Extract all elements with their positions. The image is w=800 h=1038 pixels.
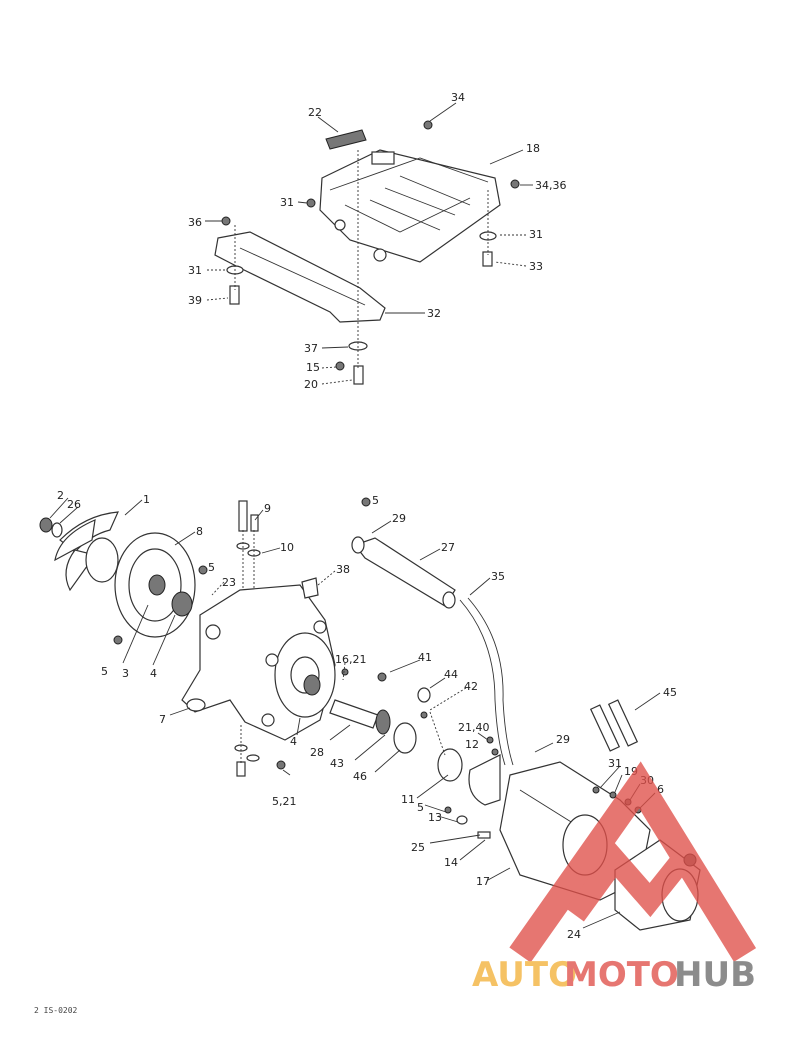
- part-5-nut-b: [113, 635, 123, 645]
- part-34-nut: [423, 120, 433, 130]
- callout-31-right: 31: [529, 228, 543, 241]
- callout-11: 11: [401, 793, 415, 806]
- part-43-hub: [375, 709, 391, 735]
- callout-3: 3: [122, 667, 129, 680]
- part-28-shaft: [329, 699, 379, 729]
- callout-25: 25: [411, 841, 425, 854]
- watermark-hub: HUB: [674, 955, 756, 995]
- part-27-arm: [354, 537, 456, 607]
- part-46-disc: [393, 722, 417, 754]
- callout-5-d: 5: [417, 801, 424, 814]
- callout-16-21: 16,21: [335, 653, 367, 666]
- upper-assembly: 22 34 18 34,36 31 36 31 39 32 37 15 20 3…: [188, 91, 567, 391]
- callout-41: 41: [418, 651, 432, 664]
- callout-31: 31: [608, 757, 622, 770]
- callout-46: 46: [353, 770, 367, 783]
- part-20-bolt: [353, 365, 364, 385]
- callout-42: 42: [464, 680, 478, 693]
- callout-37: 37: [304, 342, 318, 355]
- part-1-fan: [54, 511, 119, 592]
- callout-5-b: 5: [101, 665, 108, 678]
- callout-39: 39: [188, 294, 202, 307]
- callout-35: 35: [491, 570, 505, 583]
- part-11-seal: [437, 748, 463, 782]
- part-39-bolt: [229, 285, 240, 305]
- watermark-logo: AUTO MOTO HUB: [472, 761, 757, 995]
- callout-43: 43: [330, 757, 344, 770]
- part-26-washer: [51, 522, 63, 538]
- callout-13: 13: [428, 811, 442, 824]
- callout-5-a: 5: [208, 561, 215, 574]
- part-2-nut: [39, 517, 53, 533]
- callout-8: 8: [196, 525, 203, 538]
- callout-14: 14: [444, 856, 458, 869]
- part-33-bolt: [482, 251, 493, 267]
- callout-38: 38: [336, 563, 350, 576]
- callout-7: 7: [159, 713, 166, 726]
- watermark-auto: AUTO: [472, 955, 577, 995]
- watermark-triangle: [509, 761, 757, 963]
- callout-1: 1: [143, 493, 150, 506]
- callout-6: 6: [657, 783, 664, 796]
- callout-36: 36: [188, 216, 202, 229]
- callout-29-b: 29: [556, 733, 570, 746]
- part-45-bar-b: [607, 699, 639, 747]
- callout-23: 23: [222, 576, 236, 589]
- callout-5-c: 5: [372, 494, 379, 507]
- callout-27: 27: [441, 541, 455, 554]
- part-32-bar: [214, 231, 386, 323]
- callout-29: 29: [392, 512, 406, 525]
- callout-4-b: 4: [290, 735, 297, 748]
- callout-17: 17: [476, 875, 490, 888]
- callout-34: 34: [451, 91, 465, 104]
- callout-26: 26: [67, 498, 81, 511]
- callout-20: 20: [304, 378, 318, 391]
- callout-24: 24: [567, 928, 581, 941]
- part-22-pad: [325, 129, 367, 150]
- callout-34-36: 34,36: [535, 179, 567, 192]
- callout-18: 18: [526, 142, 540, 155]
- part-36-nut: [221, 216, 231, 226]
- callout-32: 32: [427, 307, 441, 320]
- callout-15: 15: [306, 361, 320, 374]
- callout-4-a: 4: [150, 667, 157, 680]
- watermark-moto: MOTO: [564, 955, 679, 995]
- callout-31-left: 31: [280, 196, 294, 209]
- part-4-bearing: [171, 591, 193, 617]
- callout-31-mid: 31: [188, 264, 202, 277]
- callout-10: 10: [280, 541, 294, 554]
- figure-code: 2 IS-0202: [34, 1006, 78, 1015]
- callout-22: 22: [308, 106, 322, 119]
- callout-5-21: 5,21: [272, 795, 297, 808]
- part-5-nut-a: [198, 565, 208, 575]
- part-45-bar-a: [589, 704, 621, 752]
- part-5-nut-c: [361, 497, 371, 507]
- callout-28: 28: [310, 746, 324, 759]
- part-9-bolt: [238, 500, 248, 532]
- callout-12: 12: [465, 738, 479, 751]
- callout-33: 33: [529, 260, 543, 273]
- callout-2: 2: [57, 489, 64, 502]
- part-38-bracket: [301, 577, 319, 599]
- part-35-cable: [459, 599, 506, 766]
- callout-44: 44: [444, 668, 458, 681]
- callout-45: 45: [663, 686, 677, 699]
- callout-21-40: 21,40: [458, 721, 490, 734]
- part-31-nut-left: [306, 198, 316, 208]
- callout-9: 9: [264, 502, 271, 515]
- part-34-36-nut: [510, 179, 520, 189]
- part-5-21-bolt: [276, 760, 286, 770]
- part-15-nut: [335, 361, 345, 371]
- part-cone: [468, 754, 501, 806]
